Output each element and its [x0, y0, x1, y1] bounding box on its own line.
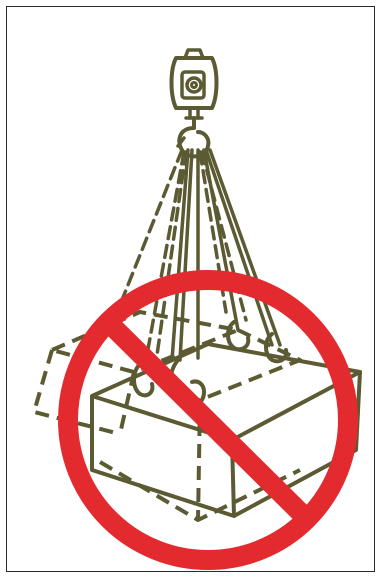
- prohibition-sign-icon: [68, 280, 348, 560]
- crane-block-icon: [172, 50, 217, 118]
